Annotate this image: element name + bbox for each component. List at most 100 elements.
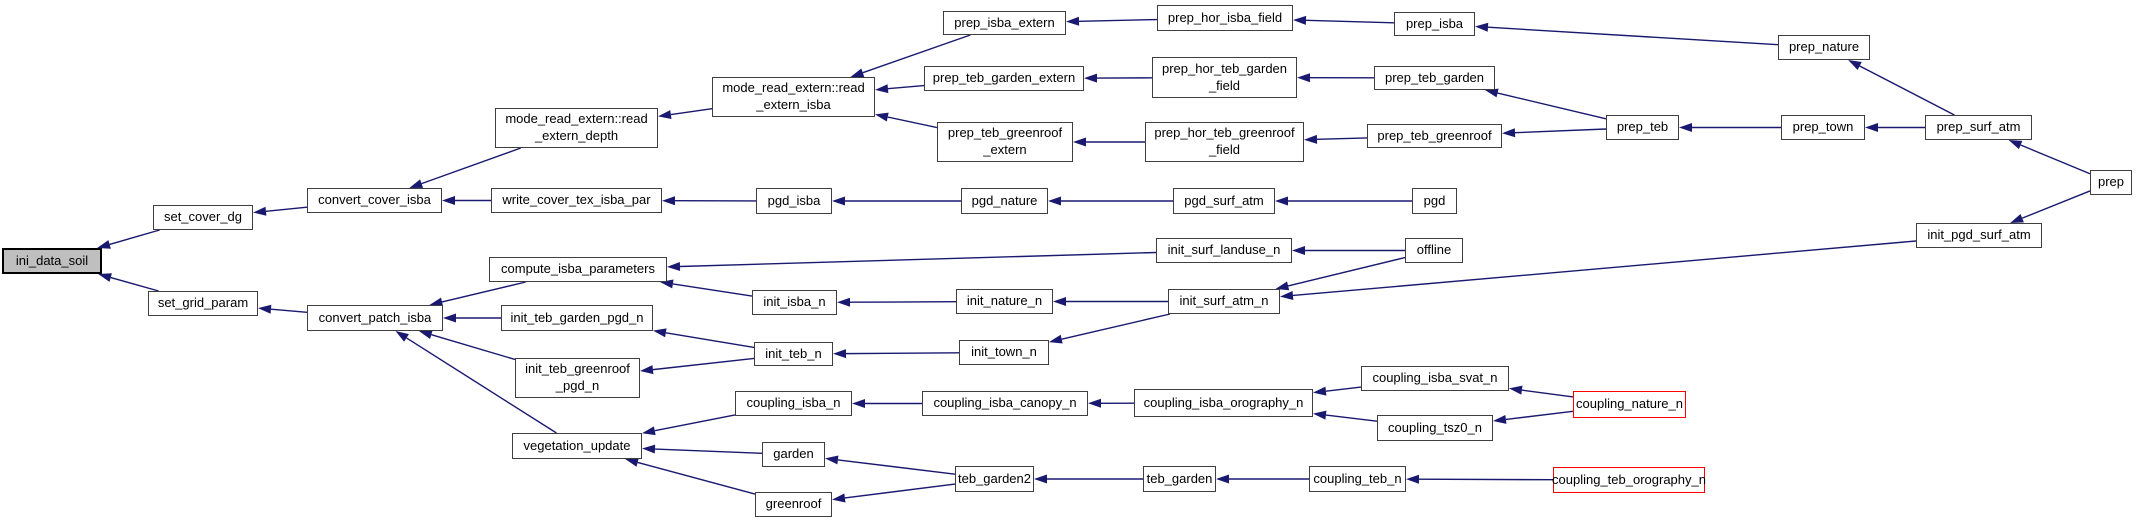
node-label: write_cover_tex_isba_par — [502, 192, 651, 208]
node-prep_teb_greenroof[interactable]: prep_teb_greenroof — [1367, 124, 1502, 148]
node-compute_isba_parameters[interactable]: compute_isba_parameters — [489, 257, 667, 282]
node-set_cover_dg[interactable]: set_cover_dg — [153, 205, 253, 230]
node-prep_hor_teb_garden_field[interactable]: prep_hor_teb_garden _field — [1152, 57, 1297, 98]
node-coupling_isba_orography_n[interactable]: coupling_isba_orography_n — [1134, 389, 1313, 417]
node-label: init_teb_n — [765, 345, 822, 361]
node-init_pgd_surf_atm[interactable]: init_pgd_surf_atm — [1916, 223, 2042, 248]
arrowhead-init_teb_n-init_teb_greenroof_pgd_n — [640, 365, 654, 375]
node-label: init_nature_n — [966, 293, 1043, 309]
edge-prep_surf_atm-prep_nature — [1859, 65, 1955, 116]
arrowhead-offline-init_surf_landuse_n — [1292, 246, 1305, 255]
node-label: init_pgd_surf_atm — [1927, 227, 2031, 243]
arrowhead-coupling_nature_n-coupling_isba_svat_n — [1509, 385, 1523, 395]
edge-init_isba_n-compute_isba_parameters — [672, 283, 753, 297]
node-label: prep_isba_extern — [954, 14, 1055, 30]
node-pgd_surf_atm[interactable]: pgd_surf_atm — [1173, 188, 1275, 214]
arrowhead-init_surf_atm_n-init_nature_n — [1053, 297, 1066, 306]
node-convert_cover_isba[interactable]: convert_cover_isba — [307, 188, 442, 213]
node-init_teb_garden_pgd_n[interactable]: init_teb_garden_pgd_n — [501, 305, 653, 331]
node-prep_teb[interactable]: prep_teb — [1606, 115, 1679, 140]
node-label: coupling_isba_canopy_n — [933, 395, 1077, 411]
node-pgd[interactable]: pgd — [1412, 188, 1457, 214]
arrowhead-teb_garden2-greenroof — [832, 493, 846, 503]
node-label: init_teb_garden_pgd_n — [510, 309, 644, 325]
arrowhead-set_cover_dg-ini_data_soil — [97, 240, 111, 249]
edge-teb_garden2-greenroof — [844, 483, 956, 499]
node-coupling_teb_orography_n[interactable]: coupling_teb_orography_n — [1552, 467, 1706, 493]
node-init_surf_landuse_n[interactable]: init_surf_landuse_n — [1156, 238, 1292, 263]
node-pgd_nature[interactable]: pgd_nature — [961, 188, 1048, 214]
node-offline[interactable]: offline — [1405, 238, 1463, 263]
node-prep_town[interactable]: prep_town — [1781, 115, 1865, 140]
node-prep_isba[interactable]: prep_isba — [1394, 12, 1475, 36]
node-init_teb_n[interactable]: init_teb_n — [754, 342, 833, 366]
edge-convert_cover_isba-set_cover_dg — [265, 206, 308, 212]
node-label: garden — [773, 446, 814, 462]
node-coupling_tsz0_n[interactable]: coupling_tsz0_n — [1377, 415, 1493, 441]
node-prep_hor_isba_field[interactable]: prep_hor_isba_field — [1157, 5, 1293, 31]
edge-prep_teb_greenroof-prep_hor_teb_greenroof_field — [1316, 137, 1368, 141]
edge-prep_isba_extern-read_extern_isba — [862, 34, 971, 74]
edge-vegetation_update-convert_patch_isba — [406, 337, 557, 434]
node-label: prep_hor_teb_garden _field — [1161, 60, 1288, 93]
node-label: prep_teb — [1616, 119, 1669, 135]
arrowhead-convert_patch_isba-set_grid_param — [258, 304, 272, 314]
arrowhead-coupling_isba_n-vegetation_update — [642, 426, 656, 436]
node-coupling_isba_svat_n[interactable]: coupling_isba_svat_n — [1361, 366, 1509, 391]
node-coupling_isba_n[interactable]: coupling_isba_n — [735, 391, 852, 416]
node-convert_patch_isba[interactable]: convert_patch_isba — [307, 305, 443, 331]
node-init_teb_greenroof_pgd_n[interactable]: init_teb_greenroof _pgd_n — [515, 358, 640, 398]
edge-coupling_nature_n-coupling_isba_svat_n — [1521, 389, 1574, 398]
node-greenroof[interactable]: greenroof — [755, 492, 832, 517]
node-coupling_nature_n[interactable]: coupling_nature_n — [1573, 391, 1686, 418]
node-label: pgd_isba — [767, 192, 821, 208]
node-prep_nature[interactable]: prep_nature — [1778, 35, 1870, 60]
node-teb_garden2[interactable]: teb_garden2 — [955, 466, 1034, 492]
node-pgd_isba[interactable]: pgd_isba — [756, 188, 832, 214]
edge-init_town_n-init_teb_n — [845, 352, 960, 355]
node-teb_garden[interactable]: teb_garden — [1143, 466, 1216, 492]
node-read_extern_depth[interactable]: mode_read_extern::read _extern_depth — [495, 108, 658, 148]
node-prep_teb_garden[interactable]: prep_teb_garden — [1374, 66, 1495, 90]
node-init_nature_n[interactable]: init_nature_n — [956, 289, 1053, 314]
arrowhead-prep_teb_greenroof-prep_hor_teb_greenroof_field — [1304, 134, 1318, 144]
arrowhead-convert_cover_isba-set_cover_dg — [253, 206, 267, 216]
arrowhead-prep-init_pgd_surf_atm — [2010, 213, 2024, 223]
node-garden[interactable]: garden — [762, 442, 825, 467]
arrowhead-compute_isba_parameters-convert_patch_isba — [429, 297, 444, 307]
node-init_isba_n[interactable]: init_isba_n — [752, 290, 837, 315]
node-init_town_n[interactable]: init_town_n — [959, 340, 1049, 365]
arrowhead-pgd-pgd_surf_atm — [1275, 196, 1288, 206]
node-prep_teb_greenroof_extern[interactable]: prep_teb_greenroof _extern — [937, 122, 1073, 162]
node-set_grid_param[interactable]: set_grid_param — [148, 291, 258, 316]
node-prep_teb_garden_extern[interactable]: prep_teb_garden_extern — [924, 66, 1084, 91]
node-init_surf_atm_n[interactable]: init_surf_atm_n — [1168, 289, 1280, 314]
edge-init_teb_n-init_teb_garden_pgd_n — [665, 332, 755, 349]
node-vegetation_update[interactable]: vegetation_update — [512, 433, 642, 459]
edge-coupling_nature_n-coupling_tsz0_n — [1505, 410, 1574, 421]
node-label: convert_patch_isba — [318, 309, 432, 325]
node-prep_surf_atm[interactable]: prep_surf_atm — [1925, 115, 2032, 140]
node-label: pgd — [1423, 192, 1446, 208]
node-label: convert_cover_isba — [318, 192, 431, 208]
node-write_cover_tex_isba_par[interactable]: write_cover_tex_isba_par — [491, 188, 662, 213]
edge-coupling_isba_svat_n-coupling_isba_orography_n — [1325, 386, 1362, 392]
node-read_extern_isba[interactable]: mode_read_extern::read _extern_isba — [712, 77, 875, 117]
node-label: init_surf_landuse_n — [1167, 242, 1281, 258]
node-prep[interactable]: prep — [2090, 170, 2132, 195]
edge-init_nature_n-init_isba_n — [849, 301, 957, 303]
node-ini_data_soil: ini_data_soil — [2, 248, 102, 274]
node-label: vegetation_update — [523, 437, 631, 453]
arrowhead-prep_teb-prep_teb_garden — [1484, 88, 1499, 98]
node-label: init_town_n — [971, 344, 1037, 360]
node-prep_hor_teb_greenroof_field[interactable]: prep_hor_teb_greenroof _field — [1145, 122, 1304, 162]
node-label: init_surf_atm_n — [1179, 293, 1269, 309]
node-label: offline — [1416, 242, 1452, 258]
node-label: init_teb_greenroof _pgd_n — [525, 361, 630, 393]
node-label: teb_garden — [1146, 470, 1213, 486]
arrowhead-prep_teb-prep_teb_greenroof — [1502, 128, 1516, 138]
node-coupling_isba_canopy_n[interactable]: coupling_isba_canopy_n — [922, 391, 1088, 416]
node-coupling_teb_n[interactable]: coupling_teb_n — [1309, 466, 1406, 492]
node-label: prep_hor_teb_greenroof _field — [1154, 125, 1295, 157]
node-prep_isba_extern[interactable]: prep_isba_extern — [943, 11, 1066, 35]
